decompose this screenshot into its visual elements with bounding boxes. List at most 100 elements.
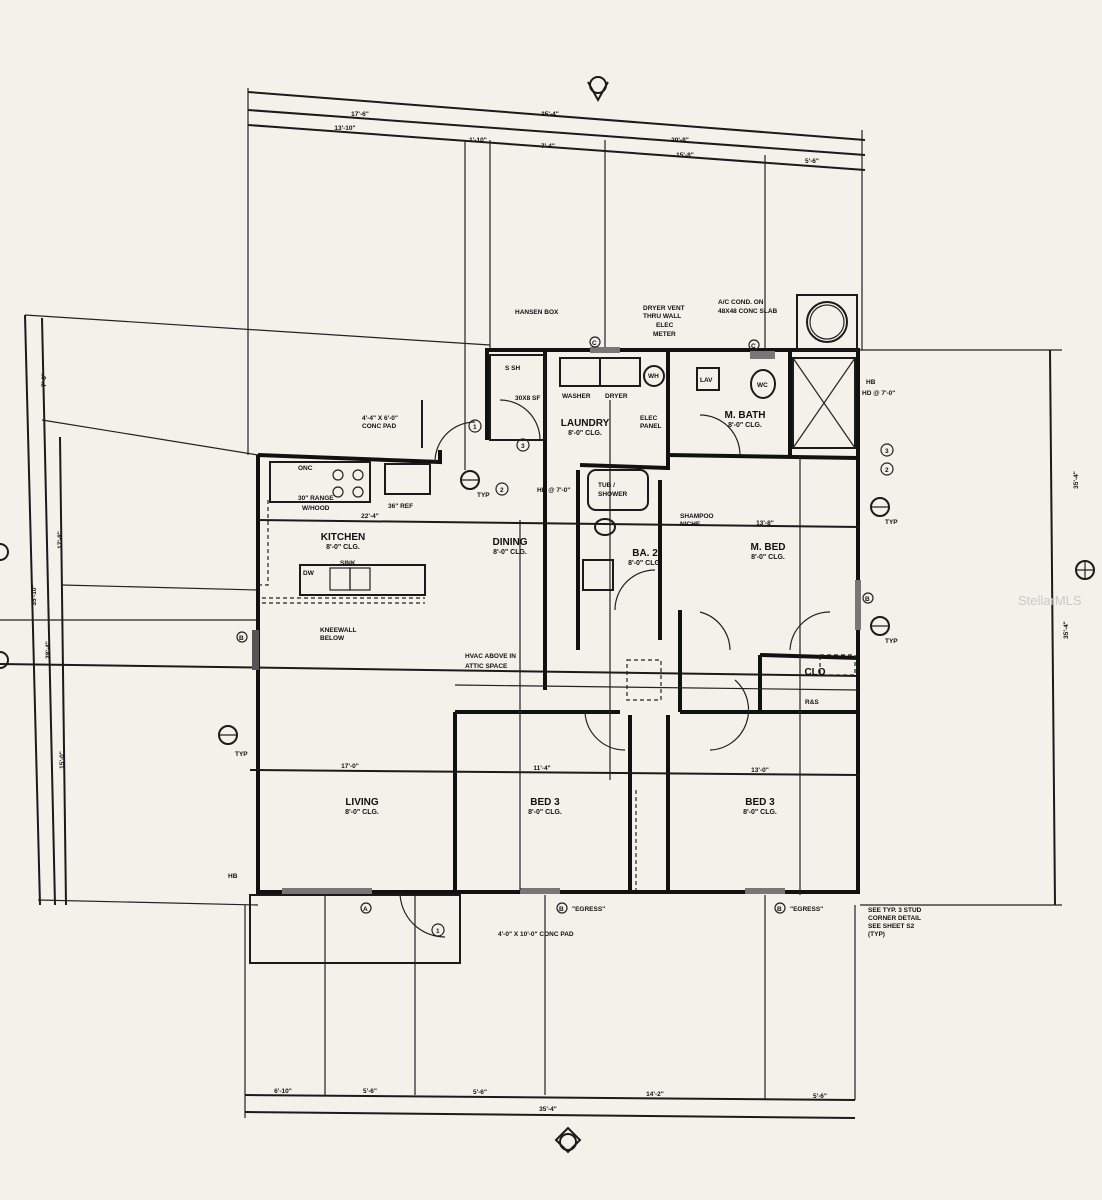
dim-kitchen: 22'-4": [361, 513, 379, 520]
ceiling-laundry: 8'-0" CLG.: [568, 430, 602, 437]
dim-top-g: 5'-6": [805, 158, 819, 165]
dim-top-overall: 35'-4": [541, 111, 559, 118]
dim-left-b: 17'-8": [57, 531, 64, 549]
label-wc: WC: [757, 382, 768, 389]
ceiling-master-bath: 8'-0" CLG.: [728, 422, 762, 429]
refrigerator: [384, 463, 431, 495]
room-living: LIVING: [345, 797, 379, 808]
tag-door-1: 1: [436, 928, 440, 935]
concrete-pads: [249, 400, 856, 1100]
note-shampoo: SHAMPOO: [680, 513, 714, 520]
room-labels: LAUNDRY 8'-0" CLG. M. BATH 8'-0" CLG. KI…: [321, 410, 826, 816]
tag-door-3b: 3: [885, 448, 889, 455]
dryer: [599, 357, 641, 387]
ceiling-bed2: 8'-0" CLG.: [528, 809, 562, 816]
dim-left-d: 28'-4": [45, 641, 52, 659]
window-front: [282, 888, 372, 894]
section-marker-left-2: [0, 651, 861, 677]
note-hvac: HVAC ABOVE IN: [465, 653, 516, 660]
exterior-walls: [252, 347, 861, 894]
label-washer: WASHER: [562, 393, 591, 400]
section-marker-right: [1075, 560, 1095, 580]
interior-dim-lines: 22'-4" 13'-8" 17'-0" 11'-4" 13'-0": [249, 400, 861, 895]
dim-top-a: 17'-6": [351, 111, 369, 118]
tag-window-b: B: [239, 635, 244, 642]
annotations: HANSEN BOX DRYER VENT THRU WALL ELEC MET…: [228, 299, 922, 938]
label-tub-2: SHOWER: [598, 491, 628, 498]
bottom-dimensions: 6'-10" 5'-6" 5'-6" 14'-2" 5'-6" 35'-4": [244, 905, 856, 1119]
note-ref: 36" REF: [388, 503, 413, 510]
water-closet: [750, 369, 776, 399]
water-heater: [643, 365, 665, 387]
dim-bottom-overall: 35'-4": [539, 1106, 557, 1113]
note-hvac-2: ATTIC SPACE: [465, 663, 508, 670]
shower: [792, 357, 856, 449]
section-marker-left-1: [0, 543, 9, 561]
note-hd-2: HD @ 7'-0": [862, 390, 895, 397]
note-sink: SINK: [340, 560, 356, 567]
tag-door-1b: 1: [473, 424, 477, 431]
section-marker-bottom: [554, 1126, 582, 1154]
dim-bottom-a: 6'-10": [274, 1088, 292, 1095]
dim-bottom-c: 5'-6": [473, 1089, 487, 1096]
note-elec-meter: ELEC: [656, 322, 674, 329]
dim-left-a: 7'-6": [41, 373, 48, 387]
label-lav: LAV: [700, 377, 713, 384]
dim-right: 35'-4": [1063, 621, 1070, 639]
window-bed2: [520, 888, 560, 894]
note-dw: DW: [303, 570, 315, 577]
interior-walls: [453, 352, 859, 892]
note-hb: HB: [866, 379, 876, 386]
note-stud-4: (TYP): [868, 931, 885, 938]
dim-top-c: 1'-10": [469, 137, 487, 144]
note-conc-pad: 4'-4" X 6'-0": [362, 415, 398, 422]
ceiling-living: 8'-0" CLG.: [345, 809, 379, 816]
tags: A B B B C C B 1 1 2 2 3 3 TYP TYP TYP TY…: [218, 336, 898, 937]
window-bed3: [745, 888, 785, 894]
bath2-wc: [594, 518, 616, 536]
note-conc-pad-2: CONC PAD: [362, 423, 396, 430]
tag-typ-2: TYP: [885, 519, 898, 526]
right-dimensions: 35'-4" 35'-4": [860, 349, 1080, 906]
room-master-bath: M. BATH: [725, 410, 766, 421]
note-range: 30" RANGE: [298, 495, 334, 502]
ceiling-dining: 8'-0" CLG.: [493, 549, 527, 556]
note-kneewall: KNEEWALL: [320, 627, 357, 634]
left-dimensions: 7'-6" 17'-8" 35'-10" 28'-4" 15'-0": [0, 314, 491, 906]
dim-top-b: 13'-10": [334, 125, 355, 132]
ceiling-bath2: 8'-0" CLG.: [628, 560, 662, 567]
note-elec-meter-2: METER: [653, 331, 676, 338]
dim-left-e: 15'-0": [59, 751, 66, 769]
note-onc: ONC: [298, 465, 313, 472]
room-kitchen: KITCHEN: [321, 532, 365, 543]
note-ac-2: 48X48 CONC SLAB: [718, 308, 778, 315]
room-dining: DINING: [493, 537, 528, 548]
dim-right-b: 35'-4": [1073, 471, 1080, 489]
dim-bottom-d: 14'-2": [646, 1091, 664, 1098]
tag-window-a: A: [363, 906, 368, 913]
kitchen-counter-top: [269, 461, 371, 503]
label-dryer: DRYER: [605, 393, 628, 400]
label-elec-panel-2: PANEL: [640, 423, 662, 430]
dim-top-d: 20'-8": [671, 137, 689, 144]
fixtures: [258, 294, 858, 890]
tag-window-b-2: B: [559, 906, 564, 913]
note-stud-3: SEE SHEET S2: [868, 923, 915, 930]
tag-door-3: 3: [521, 443, 525, 450]
note-kneewall-2: BELOW: [320, 635, 345, 642]
room-closet: CLO: [804, 667, 825, 678]
label-tub: TUB /: [598, 482, 615, 489]
tag-window-c-2: C: [751, 343, 756, 350]
note-shampoo-2: NICHE: [680, 521, 701, 528]
ac-condenser-slab: [796, 294, 858, 351]
dim-living: 17'-0": [341, 763, 359, 770]
note-hansen-box: HANSEN BOX: [515, 309, 559, 316]
note-egress-2: "EGRESS": [790, 906, 823, 913]
window-laundry: [590, 347, 620, 353]
dim-bottom-b: 5'-6": [363, 1088, 377, 1095]
tag-window-c: C: [592, 340, 597, 347]
note-dryer-vent-2: THRU WALL: [643, 313, 681, 320]
note-range-2: W/HOOD: [302, 505, 330, 512]
room-bath2: BA. 2: [632, 548, 658, 559]
